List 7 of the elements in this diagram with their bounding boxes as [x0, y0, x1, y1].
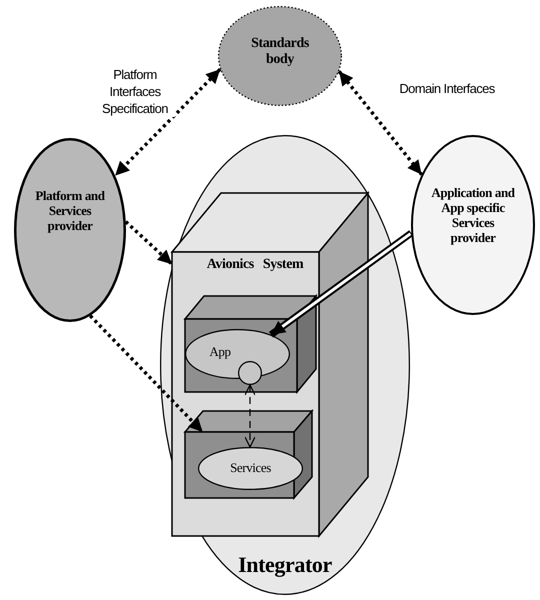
group-title: Integrator [237, 553, 333, 577]
node-label: Standards body [250, 36, 310, 68]
node-label: Platform and Services provider [35, 188, 105, 233]
node-label: App [208, 344, 232, 359]
node-label: Services [229, 460, 272, 475]
node-label: Application and App specific Services provider [431, 185, 515, 245]
node-label: Avionics System [206, 257, 304, 273]
